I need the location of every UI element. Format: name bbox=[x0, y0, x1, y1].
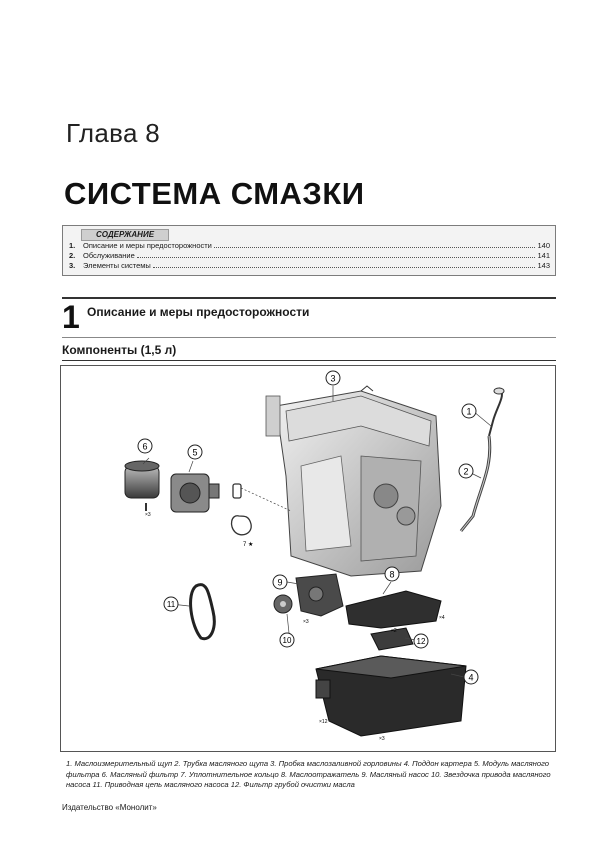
dipstick-tube bbox=[459, 435, 492, 532]
toc-item-number: 1. bbox=[69, 241, 76, 250]
part-label-7: 7 ★ bbox=[243, 541, 253, 548]
torque-label: ×3 bbox=[379, 736, 385, 742]
oil-filter-module bbox=[170, 473, 220, 513]
publisher-footer: Издательство «Монолит» bbox=[62, 803, 157, 812]
table-of-contents: СОДЕРЖАНИЕ 1. Описание и меры предосторо… bbox=[62, 225, 556, 276]
exploded-diagram: 1 2 3 4 5 6 8 9 bbox=[124, 370, 505, 742]
toc-item-text: Описание и меры предосторожности bbox=[83, 241, 212, 250]
toc-item[interactable]: 1. Описание и меры предосторожности 140 bbox=[69, 241, 550, 250]
section-divider bbox=[62, 337, 556, 338]
oil-pump bbox=[295, 573, 344, 617]
engine-block bbox=[265, 385, 442, 577]
components-figure: 1 2 3 4 5 6 8 9 bbox=[60, 365, 556, 752]
toc-leader bbox=[152, 261, 536, 268]
toc-heading: СОДЕРЖАНИЕ bbox=[81, 229, 169, 241]
callout-6: 6 bbox=[137, 438, 153, 454]
section-number: 1 bbox=[62, 299, 80, 335]
callout-label: 5 bbox=[192, 448, 197, 458]
callout-label: 8 bbox=[389, 570, 394, 580]
toc-item[interactable]: 2. Обслуживание 141 bbox=[69, 251, 550, 260]
chapter-label: Глава 8 bbox=[66, 118, 161, 148]
subsection-rule bbox=[62, 360, 556, 361]
dipstick bbox=[488, 387, 505, 437]
toc-item-text: Элементы системы bbox=[83, 261, 151, 270]
oil-baffle bbox=[345, 590, 442, 629]
toc-item-number: 2. bbox=[69, 251, 76, 260]
callout-1: 1 bbox=[461, 403, 477, 419]
pump-sprocket bbox=[273, 594, 293, 614]
subsection-title: Компоненты (1,5 л) bbox=[62, 343, 177, 357]
callout-3: 3 bbox=[325, 370, 341, 386]
toc-item-page: 143 bbox=[537, 261, 550, 270]
oil-filter bbox=[124, 460, 160, 511]
section-rule bbox=[62, 297, 556, 299]
oil-strainer bbox=[370, 627, 414, 651]
torque-label: ×3 bbox=[303, 619, 309, 625]
drive-chain bbox=[189, 583, 216, 641]
callout-label: 10 bbox=[283, 636, 292, 645]
callout-8: 8 bbox=[384, 566, 400, 582]
callout-label: 1 bbox=[466, 407, 471, 417]
oil-pan bbox=[315, 655, 467, 737]
callout-10: 10 bbox=[279, 632, 295, 648]
figure-caption: 1. Маслоизмерительный щуп 2. Трубка масл… bbox=[66, 759, 551, 789]
torque-label: ×2 bbox=[391, 628, 397, 634]
callout-label: 9 bbox=[277, 578, 282, 588]
callout-4: 4 bbox=[463, 669, 479, 685]
toc-item[interactable]: 3. Элементы системы 143 bbox=[69, 261, 550, 270]
page-title: СИСТЕМА СМАЗКИ bbox=[64, 176, 365, 211]
callout-2: 2 bbox=[458, 463, 474, 479]
section-title: Описание и меры предосторожности bbox=[87, 305, 310, 319]
toc-item-page: 140 bbox=[537, 241, 550, 250]
callout-label: 11 bbox=[167, 600, 176, 609]
callout-label: 6 bbox=[142, 442, 147, 452]
callout-9: 9 bbox=[272, 574, 288, 590]
callout-5: 5 bbox=[187, 444, 203, 460]
toc-item-number: 3. bbox=[69, 261, 76, 270]
toc-item-text: Обслуживание bbox=[83, 251, 135, 260]
torque-label: ×3 bbox=[145, 512, 151, 518]
toc-leader bbox=[213, 241, 536, 248]
callout-label: 12 bbox=[417, 637, 426, 646]
toc-item-page: 141 bbox=[537, 251, 550, 260]
torque-label: ×12 bbox=[319, 719, 328, 725]
callout-label: 2 bbox=[463, 467, 468, 477]
callout-label: 4 bbox=[468, 673, 473, 683]
callout-12: 12 bbox=[413, 633, 429, 649]
seal-ring bbox=[230, 483, 252, 536]
callout-11: 11 bbox=[163, 596, 179, 612]
callout-label: 3 bbox=[330, 374, 335, 384]
toc-leader bbox=[136, 251, 536, 258]
torque-label: ×4 bbox=[439, 615, 445, 621]
